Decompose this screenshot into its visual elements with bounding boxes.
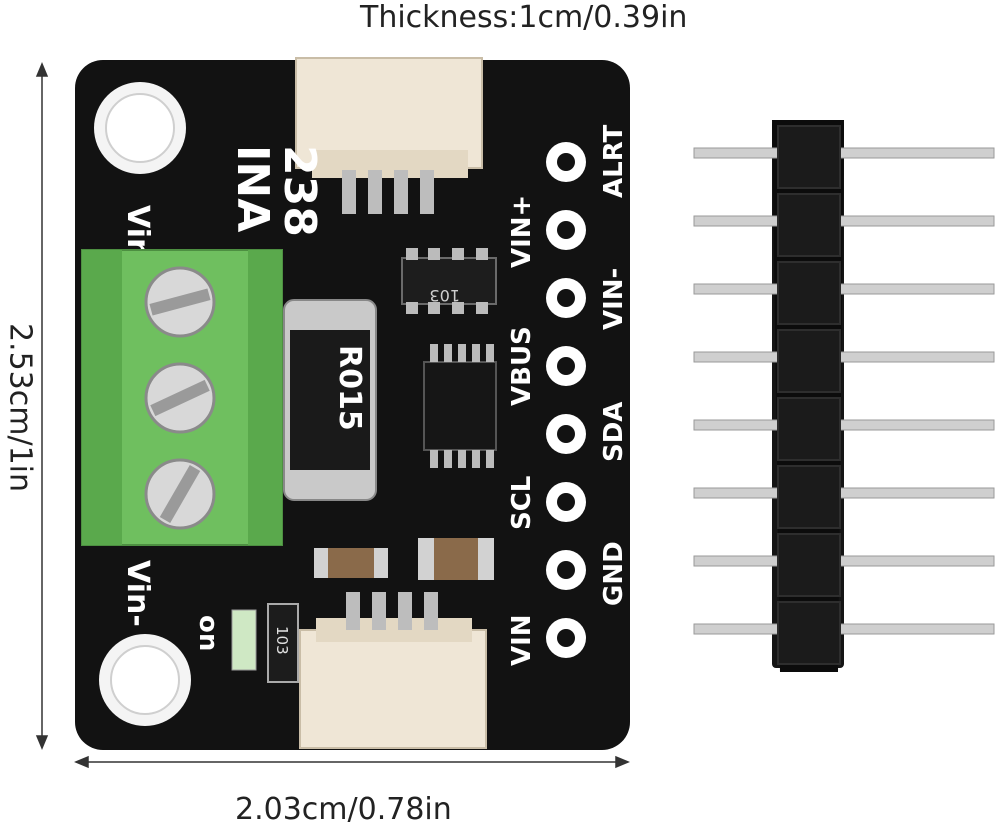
pin-label-scl: SCL	[507, 476, 537, 530]
pin-label-alrt: ALRT	[599, 124, 629, 198]
header-body-segments	[777, 125, 841, 665]
shunt-resistor: R015	[283, 299, 377, 501]
resistor-array-code: 103	[429, 286, 460, 305]
mounting-hole-top	[94, 82, 186, 174]
capacitor-2	[418, 538, 494, 580]
screw-2	[144, 362, 216, 434]
connector-top	[295, 57, 483, 214]
screw-1	[144, 266, 216, 338]
thickness-label: Thickness:1cm/0.39in	[360, 0, 688, 35]
pin-label-sda: SDA	[599, 402, 629, 462]
pin-label-vbus: VBUS	[507, 326, 537, 406]
pin-header	[693, 120, 995, 672]
mounting-hole-bottom	[99, 634, 191, 726]
header-pins	[693, 147, 995, 635]
terminal-block	[81, 249, 283, 546]
resistor-code: R015	[332, 345, 367, 431]
small-resistor: 103	[267, 603, 299, 683]
resistor-array: 103	[401, 248, 497, 314]
power-led	[231, 609, 257, 671]
screw-3	[144, 458, 216, 530]
pin-label-vin: VIN	[507, 614, 537, 666]
small-resistor-code: 103	[273, 626, 291, 655]
led-label: on	[193, 615, 223, 651]
height-arrow	[35, 62, 49, 750]
ina238-chip	[423, 344, 497, 468]
pcb-board: INA 238 Vin+ Vin- on	[75, 57, 630, 750]
vin-minus-label: Vin-	[120, 560, 155, 627]
pin-pads	[546, 142, 586, 658]
chip-name-line1: INA	[227, 145, 278, 232]
capacitor-1	[314, 548, 388, 578]
connector-bottom	[299, 592, 487, 749]
pin-label-vin-plus: VIN+	[507, 195, 537, 268]
width-arrow	[74, 755, 630, 769]
width-label: 2.03cm/0.78in	[235, 792, 452, 827]
chip-name-line2: 238	[274, 145, 325, 237]
pin-label-gnd: GND	[599, 541, 629, 606]
pin-label-vin-minus: VIN-	[599, 268, 629, 330]
